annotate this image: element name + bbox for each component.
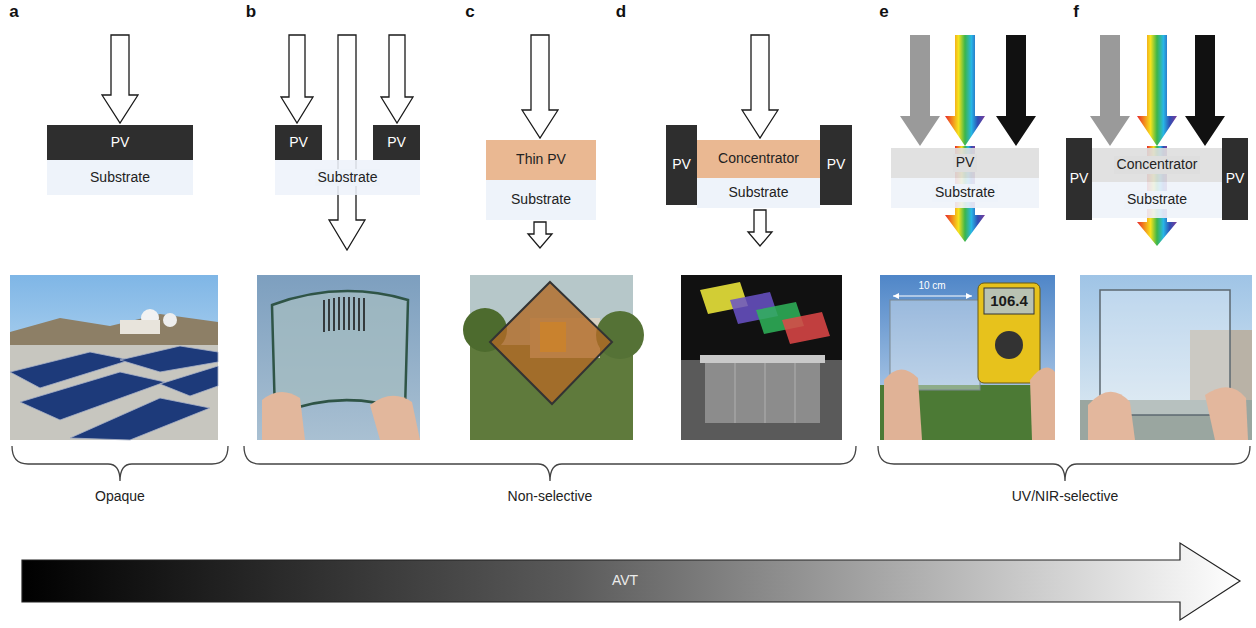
layer-box: PV [666, 125, 697, 205]
panel-letter: b [246, 2, 256, 22]
layer-box: PV [275, 125, 322, 160]
layer-label: Substrate [1124, 191, 1190, 208]
layer-label: Substrate [315, 169, 381, 186]
layer-label: Substrate [89, 170, 151, 185]
photo-opaque-panels [10, 275, 218, 440]
category-label: UV/NIR-selective [1012, 488, 1119, 504]
spectral-arrows [900, 35, 1225, 246]
category-brackets [12, 446, 1250, 481]
axis-label: AVT [612, 572, 638, 588]
layer-label: PV [826, 157, 847, 172]
light-arrows [102, 35, 778, 250]
photo-clear-concentrator [1080, 275, 1252, 440]
layer-label: Substrate [728, 185, 790, 200]
layer-label: Thin PV [515, 152, 567, 167]
layer-label: Concentrator [1114, 156, 1201, 173]
panel-letter: d [616, 2, 626, 22]
layer-label: Concentrator [717, 151, 800, 166]
layer-label: PV [288, 135, 309, 150]
category-label: 106.4 [990, 292, 1028, 309]
panel-letter: a [9, 2, 18, 22]
layer-box: PV [820, 125, 852, 205]
layer-box: Substrate [486, 180, 596, 220]
layer-box: PV [1222, 138, 1248, 220]
panel-letter: c [465, 2, 474, 22]
layer-box: PV [891, 148, 1039, 178]
photo-patterned-sheet [257, 275, 420, 440]
category-label: Non-selective [508, 488, 593, 504]
layer-label: PV [953, 154, 978, 171]
photo-thin-film [463, 275, 644, 440]
layer-box: PV [1066, 138, 1092, 220]
layer-label: Substrate [932, 184, 998, 201]
category-label: 10 cm [918, 280, 945, 292]
category-label: Opaque [95, 488, 145, 504]
photo-transparent-cell [880, 275, 1055, 440]
layer-label: PV [110, 135, 131, 150]
layer-label: PV [1069, 171, 1090, 186]
layer-label: PV [1225, 171, 1246, 186]
layer-box: PV [47, 125, 193, 160]
layer-box: Concentrator [697, 140, 820, 178]
layer-box: Thin PV [486, 140, 596, 180]
photo-concentrator-panels [681, 275, 842, 440]
panel-letter: f [1073, 2, 1079, 22]
layer-label: PV [671, 157, 692, 172]
layer-label: Substrate [510, 192, 572, 207]
layer-box: Substrate [1092, 182, 1222, 218]
layer-box: PV [373, 125, 420, 160]
layer-box: Substrate [47, 160, 193, 195]
layer-box: Substrate [275, 160, 420, 195]
layer-box: Concentrator [1092, 148, 1222, 182]
panel-letter: e [879, 2, 888, 22]
layer-label: PV [386, 135, 407, 150]
avt-gradient-arrow [22, 543, 1240, 620]
layer-box: Substrate [697, 178, 820, 208]
layer-box: Substrate [891, 178, 1039, 208]
